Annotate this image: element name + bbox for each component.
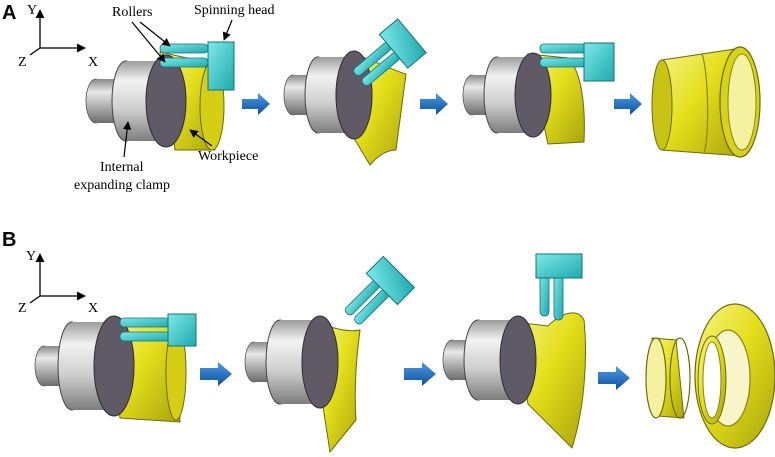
stage-a2: [283, 18, 427, 166]
stage-b3: [442, 253, 586, 449]
flow-arrow: [420, 93, 448, 115]
spinning-head: [207, 41, 235, 91]
flow-arrow: [242, 93, 270, 115]
flow-arrow: [200, 362, 232, 386]
flow-arrow: [598, 366, 630, 390]
axis-x-label: X: [88, 55, 98, 70]
axes-b: Y X Z: [18, 249, 98, 316]
label-workpiece: Workpiece: [198, 149, 258, 164]
clamp-face: [145, 54, 187, 148]
label-internal-line2: expanding clamp: [74, 178, 170, 193]
flow-arrow: [404, 362, 436, 386]
final-part-b: [645, 303, 775, 449]
axes-a: Y X Z: [18, 3, 98, 70]
stage-b2: [244, 255, 416, 454]
axis-y-label: Y: [27, 3, 37, 18]
axis-z-label: Z: [18, 301, 27, 316]
axis-x-label: X: [88, 301, 98, 316]
label-rollers: Rollers: [112, 5, 152, 20]
label-spinning-head: Spinning head: [194, 3, 275, 18]
panel-b-letter: B: [2, 229, 16, 251]
tooling-angled: [353, 18, 427, 86]
stage-b1: [34, 313, 197, 423]
axis-y-label: Y: [26, 249, 36, 264]
panel-a-letter: A: [2, 2, 16, 24]
axis-z-label: Z: [18, 55, 27, 70]
panel-a: A Y X Z Rollers: [2, 2, 761, 193]
stage-a3: [462, 42, 615, 145]
callouts-a: Rollers Spinning head Internal expanding…: [74, 3, 275, 193]
flow-arrow: [614, 93, 642, 115]
panel-b: B Y X Z: [2, 229, 775, 454]
label-internal-line1: Internal: [100, 160, 144, 175]
stage-a1: [85, 41, 235, 151]
final-part-a: [651, 46, 761, 158]
